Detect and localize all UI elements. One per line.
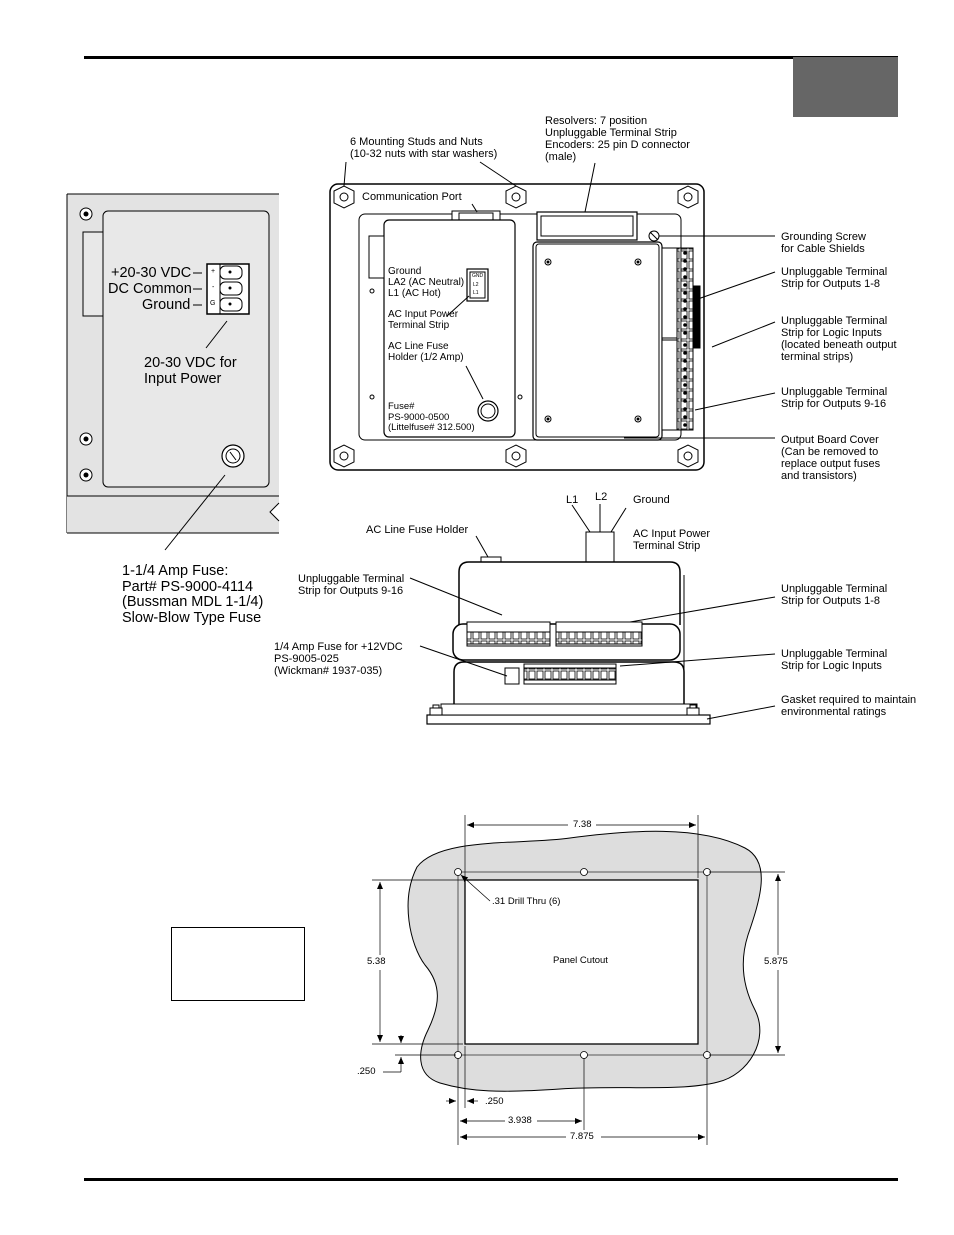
dim-offset-h: .250	[485, 1096, 504, 1107]
dim-height-left: 5.38	[367, 956, 386, 967]
rear-outputs-9-16-label: Unpluggable Terminal Strip for Outputs 9…	[781, 386, 888, 410]
cutout-drawing	[372, 815, 785, 1145]
side-logic-inputs-label: Unpluggable Terminal Strip for Logic Inp…	[781, 648, 888, 672]
inset-ground-label: Ground	[142, 297, 191, 313]
term-l2-label: L2	[473, 282, 479, 288]
inset-vdc-label: +20-30 VDC	[111, 265, 192, 281]
inset-fuse-note: 1-1/4 Amp Fuse: Part# PS-9000-4114 (Buss…	[122, 563, 264, 626]
inset-pin-minus: -	[212, 284, 215, 291]
blank-box	[171, 927, 305, 1001]
fuse-part-label: Fuse# PS-9000-0500 (Littelfuse# 312.500)	[388, 401, 475, 433]
side-l2-label: L2	[595, 491, 608, 503]
side-ac-strip-label: AC Input Power Terminal Strip	[633, 528, 711, 552]
gasket-label: Gasket required to maintain environmenta…	[781, 694, 917, 718]
dim-full-width: 7.875	[570, 1131, 594, 1142]
studs-label: 6 Mounting Studs and Nuts (10-32 nuts wi…	[350, 136, 498, 160]
inset-pin-plus: +	[211, 268, 216, 275]
inset-screws	[79, 207, 93, 482]
dim-height-right: 5.875	[764, 956, 788, 967]
rear-ac-strip-label: AC Input Power Terminal Strip	[388, 309, 459, 331]
term-gnd-label: GND	[472, 273, 484, 279]
side-outputs-1-8-label: Unpluggable Terminal Strip for Outputs 1…	[781, 583, 888, 607]
term-l1-label: L1	[473, 290, 479, 296]
top-rule	[84, 56, 898, 59]
dim-half-width: 3.938	[508, 1115, 532, 1126]
side-l1-label: L1	[566, 494, 579, 506]
fuse-holder-label: AC Line Fuse Holder (1/2 Amp)	[388, 341, 464, 363]
board-cover-label: Output Board Cover (Can be removed to re…	[781, 434, 881, 482]
resolvers-label: Resolvers: 7 position Unpluggable Termin…	[545, 115, 690, 163]
side-fuse-holder-label: AC Line Fuse Holder	[366, 524, 469, 536]
bottom-rule	[84, 1178, 898, 1181]
rear-logic-inputs-label: Unpluggable Terminal Strip for Logic Inp…	[781, 315, 897, 363]
ac-terminals-label: Ground LA2 (AC Neutral) L1 (AC Hot)	[388, 266, 465, 299]
side-fuse-12v-label: 1/4 Amp Fuse for +12VDC PS-9005-025 (Wic…	[274, 641, 403, 677]
drill-label: .31 Drill Thru (6)	[492, 896, 561, 907]
ground-screw-label: Grounding Screw for Cable Shields	[781, 231, 866, 255]
side-outputs-9-16-label: Unpluggable Terminal Strip for Outputs 9…	[298, 573, 405, 597]
panel-cutout-label: Panel Cutout	[553, 955, 608, 966]
side-view	[409, 504, 776, 725]
rear-outputs-1-8-label: Unpluggable Terminal Strip for Outputs 1…	[781, 266, 888, 290]
inset-pin-g: G	[210, 300, 216, 307]
dim-width-top: 7.38	[573, 819, 592, 830]
rear-view	[329, 161, 776, 471]
inset-common-label: DC Common	[108, 281, 192, 297]
inset-panel	[66, 193, 280, 551]
side-ground-label: Ground	[633, 494, 670, 506]
section-tab	[793, 57, 898, 117]
dim-offset-v: .250	[357, 1066, 376, 1077]
comm-port-label: Communication Port	[362, 191, 462, 203]
inset-power-note: 20-30 VDC for Input Power	[144, 355, 237, 387]
